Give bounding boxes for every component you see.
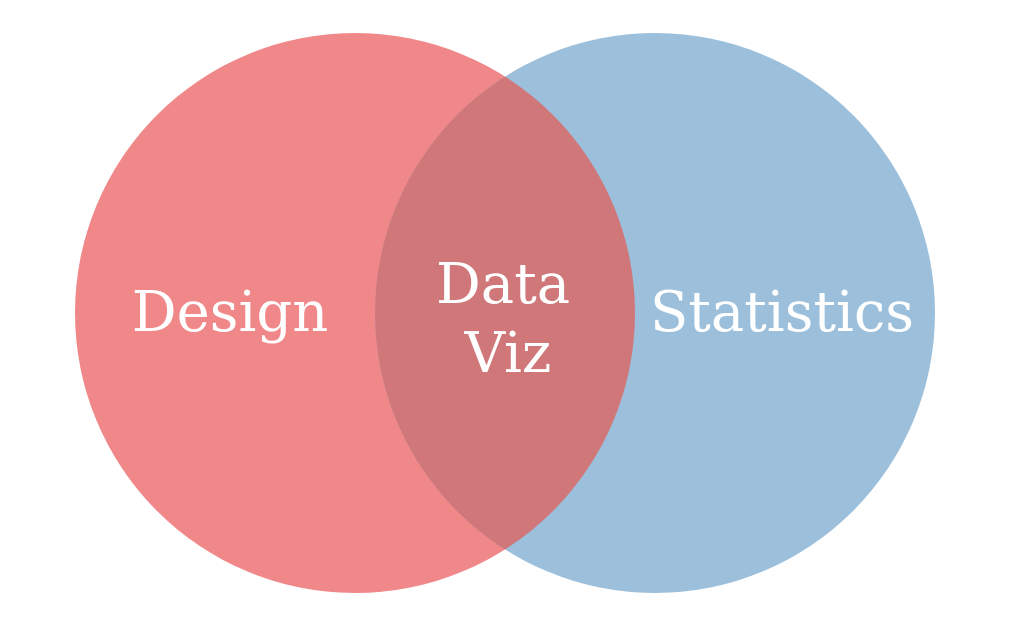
intersection-label-line-1: Data: [436, 252, 570, 317]
design-label: Design: [132, 280, 329, 345]
intersection-region: [375, 33, 635, 593]
statistics-label: Statistics: [650, 280, 914, 345]
intersection-label-line-2: Viz: [464, 321, 552, 386]
